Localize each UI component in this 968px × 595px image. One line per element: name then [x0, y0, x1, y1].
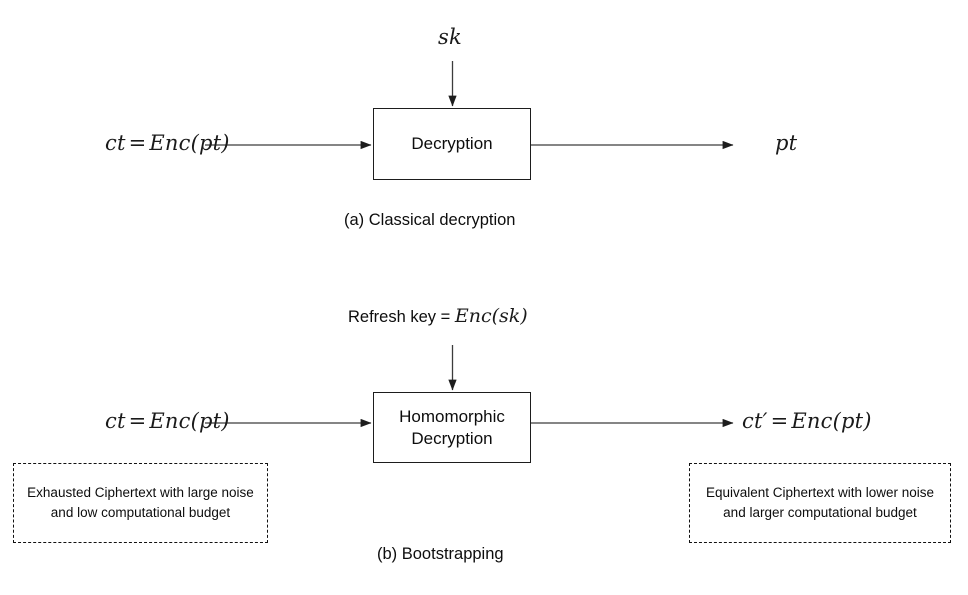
panel-b-output-prime: ′: [762, 409, 768, 433]
panel-b-box-label-line2: Decryption: [411, 428, 493, 448]
panel-a-secret-key-label: sk: [438, 25, 462, 49]
panel-b-caption: (b) Bootstrapping: [377, 545, 504, 563]
panel-a-input-lhs: ct: [105, 131, 126, 155]
panel-b-homomorphic-decryption-box[interactable]: Homomorphic Decryption: [373, 392, 531, 463]
panel-b-refresh-key-math: Enc(sk): [454, 305, 528, 327]
panel-a-input-rhs: Enc(pt): [149, 131, 230, 155]
panel-a-decryption-box-label: Decryption: [411, 134, 493, 154]
panel-b-input-operator: =: [128, 409, 147, 433]
panel-b-output-note-text: Equivalent Ciphertext with lower noise a…: [705, 484, 935, 520]
panel-b-input-note-box: Exhausted Ciphertext with large noise an…: [13, 463, 268, 543]
panel-a-input-operator: =: [128, 131, 147, 155]
panel-b-output-rhs: Enc(pt): [791, 409, 872, 433]
panel-b-output-note-box: Equivalent Ciphertext with lower noise a…: [689, 463, 951, 543]
panel-b-output-lhs: ct: [742, 409, 763, 433]
panel-b-refresh-key-prefix: Refresh key =: [348, 308, 451, 326]
panel-a-output-label: pt: [775, 131, 798, 155]
panel-a-caption: (a) Classical decryption: [344, 211, 516, 229]
panel-b-box-label-line1: Homomorphic: [399, 407, 505, 427]
panel-b-input-label: ct=Enc(pt): [105, 409, 230, 433]
panel-b-refresh-key-label: Refresh key = Enc(sk): [348, 305, 528, 327]
panel-b-output-operator: =: [770, 409, 789, 433]
panel-b-input-rhs: Enc(pt): [149, 409, 230, 433]
panel-b-output-label: ct′=Enc(pt): [742, 409, 872, 433]
panel-a-input-label: ct=Enc(pt): [105, 131, 230, 155]
panel-a-decryption-box[interactable]: Decryption: [373, 108, 531, 180]
panel-b-input-lhs: ct: [105, 409, 126, 433]
panel-b-input-note-text: Exhausted Ciphertext with large noise an…: [27, 484, 254, 520]
